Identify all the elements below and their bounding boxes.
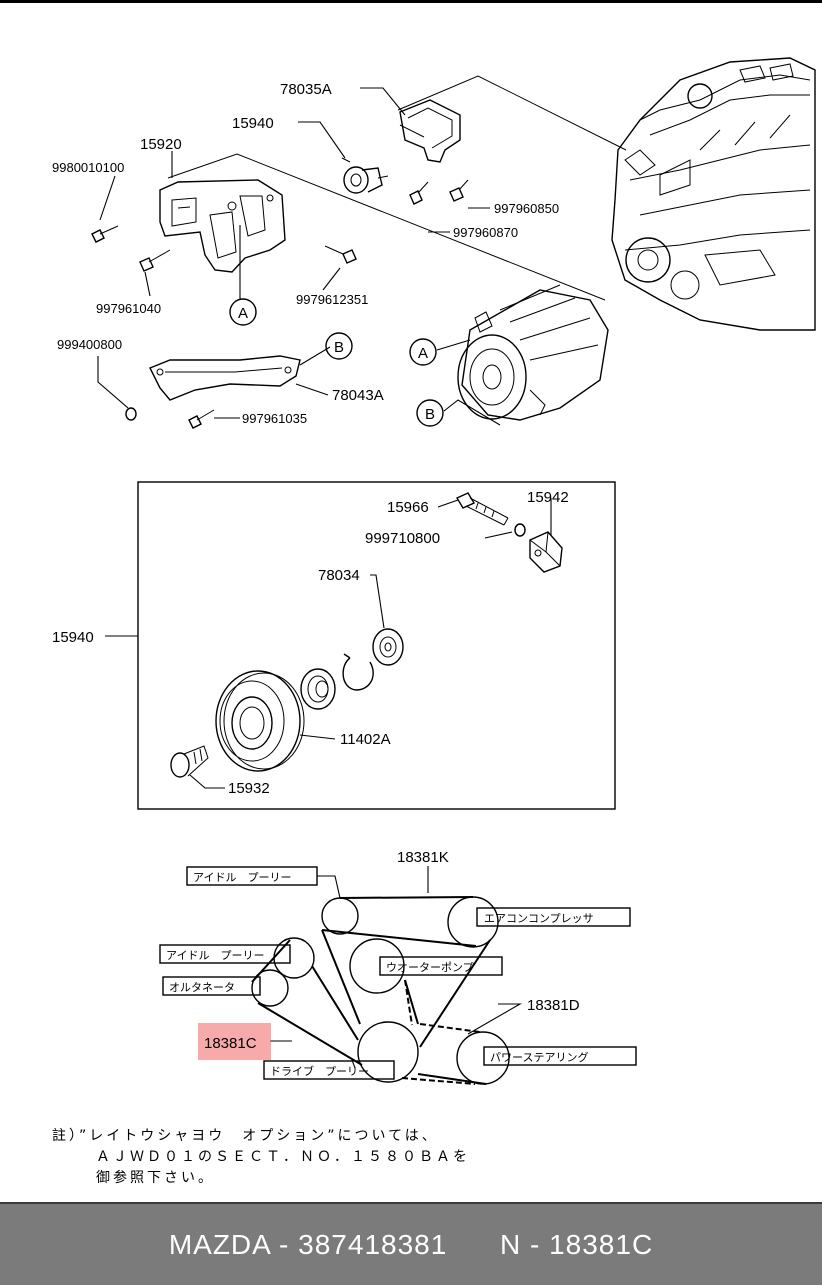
idler-pulley-top — [321, 897, 359, 935]
idler-pulley-mid — [273, 937, 315, 979]
label-idler-pulley-top: アイドル プーリー — [193, 871, 291, 884]
callout-18381K: 18381K — [397, 849, 449, 866]
bolt-997961040 — [139, 249, 171, 272]
bolt-997961035 — [188, 409, 215, 429]
belt-18381C — [251, 939, 363, 1066]
upper-leaders — [97, 87, 501, 426]
callout-78035A: 78035A — [280, 81, 332, 98]
callout-997961035: 997961035 — [242, 411, 307, 426]
tensioner-detail-box: 15966 15942 999710800 78034 15940 11402A… — [52, 481, 616, 810]
bolt-997960870 — [409, 181, 429, 205]
label-box — [379, 956, 503, 976]
marker-circle-b — [325, 332, 353, 360]
footer-bar: MAZDA - 387418381 N - 18381C — [0, 1202, 822, 1285]
label-power-steering: パワーステアリング — [490, 1050, 588, 1064]
callout-997960850: 997960850 — [494, 201, 559, 216]
cap-78034 — [372, 628, 404, 666]
bolt-15932 — [170, 745, 209, 778]
callout-78043A: 78043A — [332, 387, 384, 404]
belt-18381D — [404, 979, 487, 1085]
callout-15920: 15920 — [140, 136, 182, 153]
label-box — [186, 866, 318, 886]
engine-illustration — [611, 57, 816, 331]
marker-circle-a — [229, 298, 257, 326]
callout-997960870: 997960870 — [453, 225, 518, 240]
outline-line — [167, 153, 606, 301]
label-drive-pulley: ドライブ プーリー — [270, 1064, 369, 1078]
washer-999710800 — [514, 523, 526, 537]
tensioner-15940 — [341, 157, 389, 194]
belt-18381K — [321, 896, 491, 1048]
callout-9980010100: 9980010100 — [52, 160, 124, 175]
label-ac-compressor: エアコンコンプレッサ — [484, 912, 594, 925]
parts-diagram: A B A B 78035A 15940 15920 9980010100 99… — [52, 57, 816, 1085]
marker-circle-b — [416, 399, 444, 427]
marker-label: B — [334, 339, 344, 356]
callout-997961040: 997961040 — [96, 301, 161, 316]
callout-11402A: 11402A — [340, 731, 391, 748]
highlighted-part-marker — [198, 1023, 271, 1060]
bolt-15966 — [455, 492, 509, 526]
bracket-78043A — [149, 355, 301, 401]
belt-18381D — [401, 979, 481, 1085]
callout-15932: 15932 — [228, 780, 270, 797]
upper-assembly: A B A B 78035A 15940 15920 9980010100 99… — [52, 57, 816, 429]
footnote-line: 註）”レイトウシャヨウ オプション”については、 — [52, 1128, 439, 1144]
drive-pulley — [357, 1021, 419, 1083]
label-box — [159, 944, 291, 964]
snap-ring — [342, 653, 374, 691]
marker-label: A — [238, 305, 248, 322]
callout-15942: 15942 — [527, 489, 569, 506]
ac-compressor-illustration — [457, 284, 609, 421]
bracket-15920 — [159, 179, 286, 273]
outline-line — [397, 75, 627, 151]
label-box — [483, 1046, 637, 1066]
alternator-pulley — [251, 969, 289, 1007]
bolt-9979612351 — [324, 245, 357, 264]
bolt-9980010100 — [91, 225, 119, 243]
callout-15966: 15966 — [387, 499, 429, 516]
callout-15940: 15940 — [232, 115, 274, 132]
label-alternator: オルタネータ — [169, 981, 235, 994]
footnote-line: ＡＪＷＤ０１のＳＥＣＴ．ＮＯ．１５８０ＢＡを — [96, 1149, 470, 1165]
footnote: 註）”レイトウシャヨウ オプション”については、 ＡＪＷＤ０１のＳＥＣＴ．ＮＯ．… — [52, 1126, 792, 1189]
label-box — [162, 976, 261, 996]
footer-part-number: MAZDA - 387418381 N - 18381C — [168, 1228, 654, 1260]
bolt-997960850 — [449, 179, 469, 202]
bearing — [300, 668, 336, 710]
footnote-line: 御参照下さい。 — [96, 1170, 215, 1186]
block-15942 — [529, 531, 563, 573]
callout-78034: 78034 — [318, 567, 360, 584]
callout-9979612351: 9979612351 — [296, 292, 368, 307]
marker-circle-a — [409, 338, 437, 366]
label-water-pump: ウオーターポンプ — [386, 961, 474, 974]
bracket-78035A — [399, 99, 461, 163]
marker-label: B — [425, 406, 435, 423]
marker-label: A — [418, 345, 428, 362]
callout-15940: 15940 — [52, 629, 94, 646]
callout-999400800: 999400800 — [57, 337, 122, 352]
label-idler-pulley-mid: アイドル プーリー — [166, 949, 264, 962]
belt-routing-diagram: アイドル プーリー エアコンコンプレッサ アイドル プーリー ウオーターポンプ … — [159, 849, 637, 1085]
label-box — [263, 1060, 395, 1080]
pulley-11402A — [215, 670, 305, 772]
label-box — [476, 907, 631, 927]
washer-999400800 — [125, 407, 137, 421]
water-pump-pulley — [349, 938, 405, 994]
callout-999710800: 999710800 — [365, 530, 440, 547]
callout-18381D: 18381D — [527, 997, 580, 1014]
top-rule — [0, 0, 822, 3]
